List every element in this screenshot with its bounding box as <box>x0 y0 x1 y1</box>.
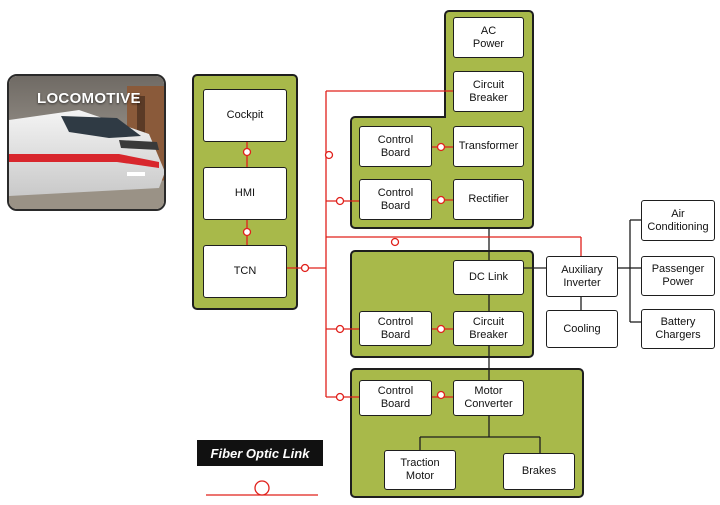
brakes-label: Brakes <box>521 465 557 477</box>
control-board-label: Control Board <box>377 385 414 410</box>
control-board-box-4[interactable]: Control Board <box>359 380 432 416</box>
traction-motor-box[interactable]: Traction Motor <box>384 450 456 490</box>
ac-power-label: AC Power <box>472 24 505 50</box>
fiber-links <box>206 90 582 496</box>
control-board-box-2[interactable]: Control Board <box>359 179 432 220</box>
locomotive-photo: LOCOMOTIVE <box>7 74 166 211</box>
power-wires <box>419 219 641 453</box>
cockpit-label: Cockpit <box>226 109 264 121</box>
circuit-breaker-box-top[interactable]: Circuit Breaker <box>453 71 524 112</box>
rectifier-box[interactable]: Rectifier <box>453 179 524 220</box>
motor-converter-box[interactable]: Motor Converter <box>453 380 524 416</box>
auxiliary-inverter-label: Auxiliary Inverter <box>561 263 603 289</box>
battery-chargers-box[interactable]: Battery Chargers <box>641 309 715 349</box>
control-board-box-1[interactable]: Control Board <box>359 126 432 167</box>
air-conditioning-label: Air Conditioning <box>647 207 709 233</box>
fiber-connectors <box>242 142 446 496</box>
control-board-label: Control Board <box>377 133 414 159</box>
train-image <box>9 76 164 209</box>
hmi-box[interactable]: HMI <box>203 167 287 220</box>
cockpit-box[interactable]: Cockpit <box>203 89 287 142</box>
traction-motor-label: Traction Motor <box>400 457 440 482</box>
transformer-label: Transformer <box>458 140 519 152</box>
transformer-box[interactable]: Transformer <box>453 126 524 167</box>
legend-label: Fiber Optic Link <box>197 440 323 466</box>
circuit-breaker-box-dc[interactable]: Circuit Breaker <box>453 311 524 346</box>
passenger-power-label: Passenger Power <box>651 263 705 288</box>
control-board-box-3[interactable]: Control Board <box>359 311 432 346</box>
dc-link-label: DC Link <box>468 271 509 283</box>
auxiliary-inverter-box[interactable]: Auxiliary Inverter <box>546 256 618 297</box>
rectifier-label: Rectifier <box>468 193 509 205</box>
motor-converter-label: Motor Converter <box>464 385 513 410</box>
battery-chargers-label: Battery Chargers <box>655 316 701 341</box>
hmi-label: HMI <box>234 187 256 199</box>
cooling-box[interactable]: Cooling <box>546 310 618 348</box>
cooling-label: Cooling <box>563 322 601 335</box>
circuit-breaker-label: Circuit Breaker <box>469 78 508 104</box>
passenger-power-box[interactable]: Passenger Power <box>641 256 715 296</box>
control-board-label: Control Board <box>377 186 414 212</box>
tcn-label: TCN <box>233 265 257 277</box>
brakes-box[interactable]: Brakes <box>503 453 575 490</box>
dc-link-box[interactable]: DC Link <box>453 260 524 295</box>
photo-label: LOCOMOTIVE <box>37 90 141 107</box>
panel-joint <box>446 114 532 120</box>
air-conditioning-box[interactable]: Air Conditioning <box>641 200 715 241</box>
ac-power-box[interactable]: AC Power <box>453 17 524 58</box>
control-board-label: Control Board <box>377 315 414 341</box>
tcn-box[interactable]: TCN <box>203 245 287 298</box>
circuit-breaker-label: Circuit Breaker <box>469 315 508 341</box>
